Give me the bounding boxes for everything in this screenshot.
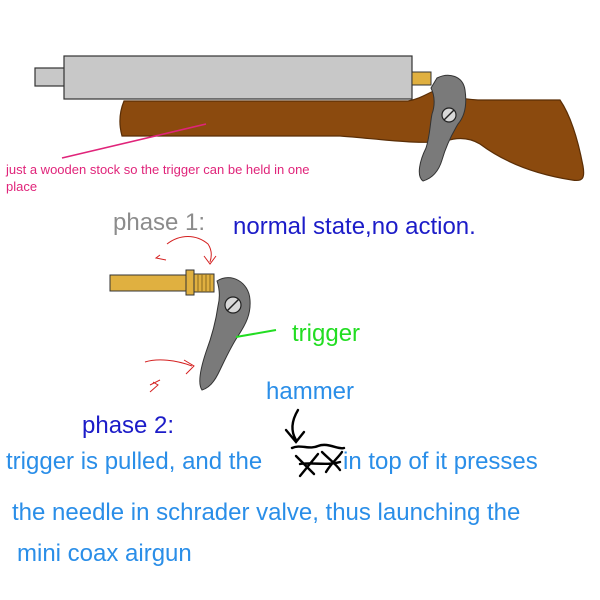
schrader-valve-thread	[193, 273, 215, 293]
phase2-description-line1-end: in top of it presses	[343, 448, 538, 475]
trigger-detail	[199, 277, 251, 391]
stock-pointer-line	[61, 123, 207, 159]
hammer-down-arrow-icon	[284, 408, 306, 444]
pivot-slot	[226, 298, 240, 312]
trigger-pointer-line	[235, 329, 277, 338]
arrow-hook	[154, 254, 167, 261]
scratched-word	[290, 443, 346, 478]
hammer-scribble	[284, 408, 346, 478]
arrow-top-head	[203, 255, 217, 265]
phase2-description-line2: the needle in schrader valve, thus launc…	[12, 499, 521, 526]
brass-rod	[109, 274, 188, 292]
arrow-top	[166, 236, 212, 263]
arrow-left	[144, 359, 193, 367]
phase1-label: phase 1:	[113, 209, 206, 236]
thread-marks	[197, 274, 211, 292]
barrel-rear-tube	[34, 67, 67, 87]
brass-valve-small	[411, 71, 432, 86]
airgun-assembly	[34, 55, 585, 182]
hammer-label: hammer	[266, 378, 355, 405]
trigger-label: trigger	[292, 320, 361, 347]
pivot-slot-top	[443, 109, 455, 121]
motion-arrows	[144, 236, 217, 393]
barrel	[63, 55, 413, 100]
arrow-bottom	[149, 379, 161, 393]
valve-body	[185, 269, 195, 296]
phase1-description: normal state,no action.	[233, 213, 476, 240]
phase2-description-line3: mini coax airgun	[17, 540, 192, 567]
arrow-left-head	[183, 359, 195, 375]
phase1-mechanism	[109, 269, 251, 391]
stock-note: just a wooden stock so the trigger can b…	[6, 162, 310, 194]
phase2-description-line1-start: trigger is pulled, and the	[6, 448, 263, 475]
phase2-label: phase 2:	[82, 412, 175, 439]
trigger-top	[418, 74, 467, 182]
